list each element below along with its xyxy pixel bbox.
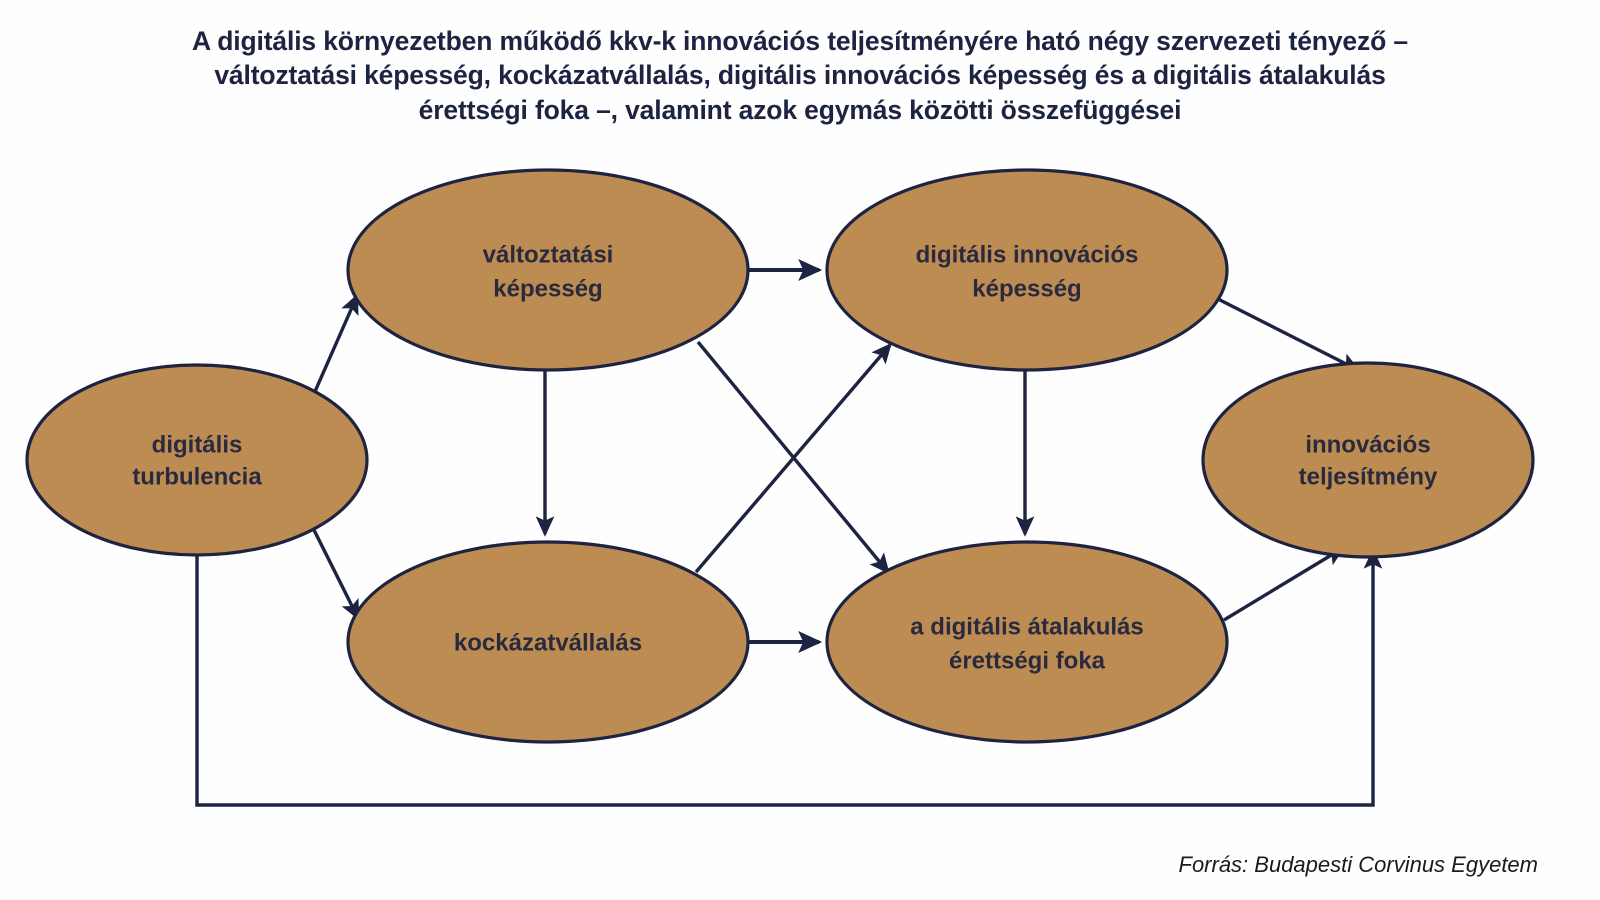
node-label-innovacios-teljesitmeny-line2: teljesítmény bbox=[1299, 463, 1438, 490]
edge-turbulencia-to-innovacios-teljesitmeny-feedback bbox=[195, 548, 1383, 807]
edge-digitalis-innovacios-to-innovacios-teljesitmeny bbox=[1215, 296, 1361, 372]
node-kockazatvallalas[interactable]: kockázatvállalás bbox=[346, 540, 750, 744]
node-ellipse-digitalis-atalakulas-erettsegi-foka bbox=[825, 540, 1229, 744]
node-innovacios-teljesitmeny[interactable]: innovációs teljesítmény bbox=[1201, 361, 1535, 559]
node-ellipse-digitalis-innovacios-kepesseg bbox=[825, 168, 1229, 372]
edge-layer bbox=[195, 259, 1383, 807]
edge-kockazatvallalas-to-digitalis-innovacios bbox=[694, 342, 892, 574]
edge-turbulencia-to-valtoztatasi bbox=[311, 293, 359, 397]
node-ellipse-kockazatvallalas bbox=[346, 540, 750, 744]
node-label-atalakulas-line1: a digitális átalakulás bbox=[910, 613, 1143, 640]
node-label-digitalis-innovacios-line2: képesség bbox=[972, 275, 1081, 302]
node-label-valtoztatasi-line1: változtatási bbox=[483, 241, 614, 268]
edge-turbulencia-to-kockazatvallalas bbox=[309, 523, 360, 621]
edge-atalakulas-to-innovacios-teljesitmeny bbox=[1223, 546, 1346, 622]
node-label-turbulencia-line1: digitális bbox=[152, 431, 243, 458]
node-digitalis-innovacios-kepesseg[interactable]: digitális innovációs képesség bbox=[825, 168, 1229, 372]
node-ellipse-turbulencia bbox=[25, 363, 369, 557]
node-valtoztatasi-kepesseg[interactable]: változtatási képesség bbox=[346, 168, 750, 372]
node-label-innovacios-teljesitmeny-line1: innovációs bbox=[1305, 431, 1430, 458]
node-label-turbulencia-line2: turbulencia bbox=[132, 463, 262, 490]
page-title: A digitális környezetben működő kkv-k in… bbox=[192, 26, 1408, 125]
node-digitalis-atalakulas-erettsegi-foka[interactable]: a digitális átalakulás érettségi foka bbox=[825, 540, 1229, 744]
node-label-atalakulas-line2: érettségi foka bbox=[949, 647, 1106, 674]
node-ellipse-valtoztatasi-kepesseg bbox=[346, 168, 750, 372]
node-label-valtoztatasi-line2: képesség bbox=[493, 275, 602, 302]
node-label-kockazatvallalas-line1: kockázatvállalás bbox=[454, 629, 642, 656]
source-attribution: Forrás: Budapesti Corvinus Egyetem bbox=[1178, 852, 1539, 877]
node-label-digitalis-innovacios-line1: digitális innovációs bbox=[916, 241, 1139, 268]
node-ellipse-innovacios-teljesitmeny bbox=[1201, 361, 1535, 559]
node-turbulencia[interactable]: digitális turbulencia bbox=[25, 363, 369, 557]
